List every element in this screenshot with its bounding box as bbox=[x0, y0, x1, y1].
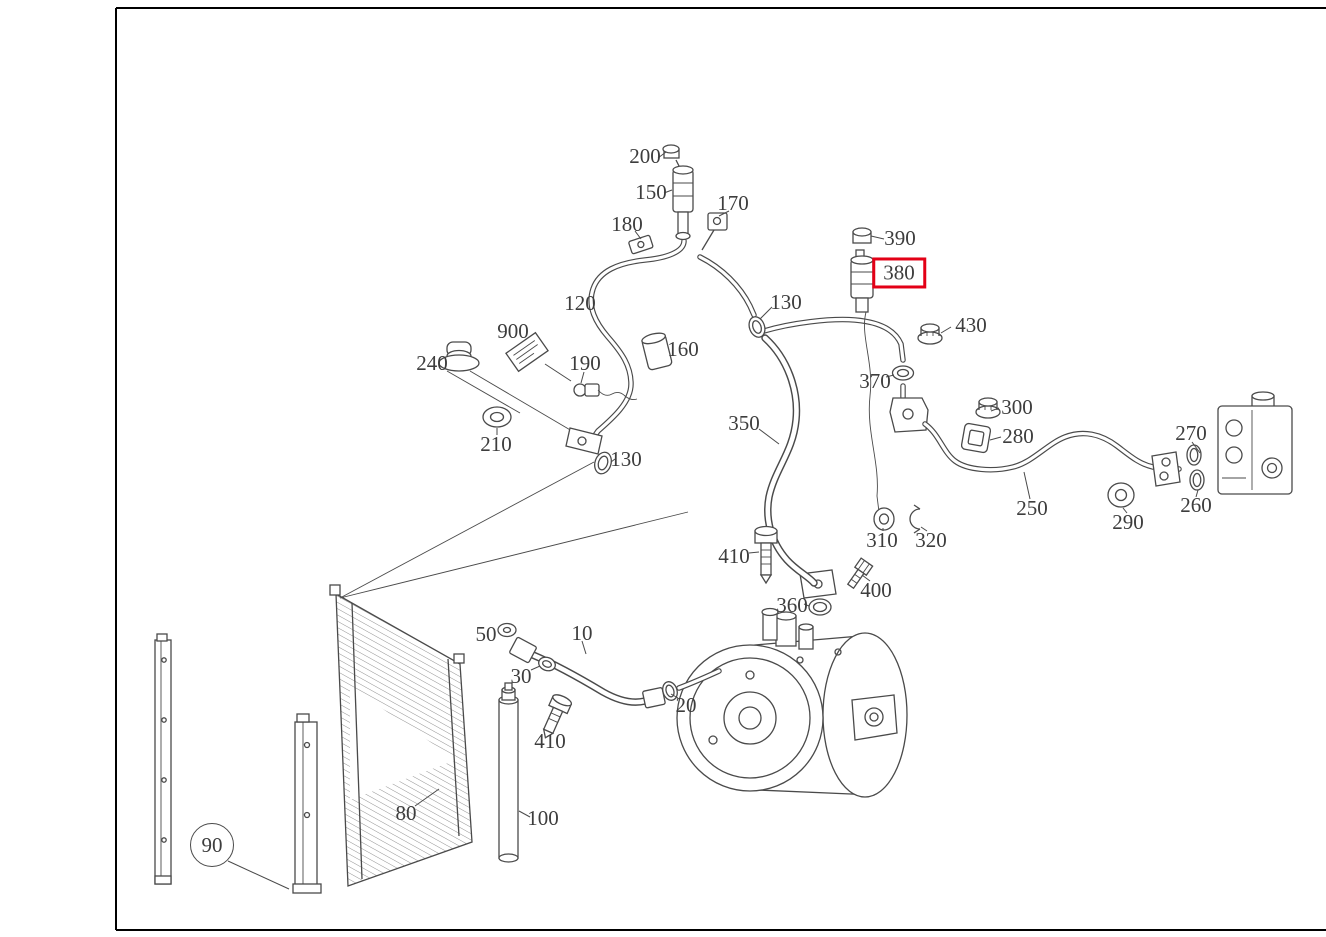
part-label-100[interactable]: 100 bbox=[527, 805, 559, 830]
part-label-10[interactable]: 10 bbox=[571, 620, 593, 645]
oring-30-drawing bbox=[538, 656, 556, 672]
part-label-240[interactable]: 240 bbox=[416, 350, 448, 375]
part-label-170[interactable]: 170 bbox=[717, 190, 749, 215]
part-label-150[interactable]: 150 bbox=[635, 179, 667, 204]
left-bracket-drawing bbox=[154, 633, 172, 885]
bolt-410-lower-drawing bbox=[542, 694, 573, 739]
sensor-190-drawing bbox=[573, 383, 638, 401]
part-label-130[interactable]: 130 bbox=[770, 289, 802, 314]
part-label-160[interactable]: 160 bbox=[667, 336, 699, 361]
part-label-90-circled[interactable]: 90 bbox=[190, 823, 234, 867]
center-bracket-drawing bbox=[292, 713, 322, 894]
bolt-240-drawing bbox=[438, 341, 480, 372]
nut-430-drawing bbox=[917, 323, 943, 345]
nut-300-drawing bbox=[975, 397, 1001, 419]
grommet-290-drawing bbox=[1107, 482, 1135, 508]
cap-160-drawing bbox=[641, 332, 673, 371]
leader-lines bbox=[227, 151, 1201, 890]
part-label-430[interactable]: 430 bbox=[955, 312, 987, 337]
valve-380-drawing bbox=[850, 227, 880, 513]
bracket-180-drawing bbox=[628, 234, 654, 255]
part-label-350[interactable]: 350 bbox=[728, 410, 760, 435]
part-label-20[interactable]: 20 bbox=[675, 692, 697, 717]
bolt-410-upper-drawing bbox=[754, 525, 778, 585]
part-label-50[interactable]: 50 bbox=[475, 621, 497, 646]
compressor-drawing bbox=[676, 569, 908, 798]
part-label-190[interactable]: 190 bbox=[569, 350, 601, 375]
part-label-410[interactable]: 410 bbox=[718, 543, 750, 568]
fitting-130-lower-drawing bbox=[565, 427, 612, 475]
oring-360-drawing bbox=[808, 598, 832, 616]
tag-900-drawing bbox=[505, 331, 572, 382]
part-label-370[interactable]: 370 bbox=[859, 368, 891, 393]
part-label-180[interactable]: 180 bbox=[611, 211, 643, 236]
part-170-drawing bbox=[701, 212, 728, 251]
part-label-390[interactable]: 390 bbox=[884, 225, 916, 250]
clamp-280-drawing bbox=[960, 422, 992, 454]
part-label-410[interactable]: 410 bbox=[534, 728, 566, 753]
part-label-400[interactable]: 400 bbox=[860, 577, 892, 602]
washer-50-drawing bbox=[497, 622, 517, 638]
valve-150-drawing bbox=[662, 144, 694, 241]
part-label-80[interactable]: 80 bbox=[395, 800, 417, 825]
hose-350-drawing bbox=[761, 316, 906, 587]
part-label-260[interactable]: 260 bbox=[1180, 492, 1212, 517]
part-label-380-highlighted[interactable]: 380 bbox=[872, 257, 926, 289]
part-label-270[interactable]: 270 bbox=[1175, 420, 1207, 445]
part-label-120[interactable]: 120 bbox=[564, 290, 596, 315]
grommet-210-drawing bbox=[482, 406, 512, 428]
pipe-250-drawing bbox=[922, 421, 1182, 473]
condenser-drawing bbox=[329, 584, 473, 887]
expansion-valve-drawing bbox=[1151, 391, 1293, 495]
oring-130-upper-drawing bbox=[748, 316, 766, 338]
seal-370-drawing bbox=[891, 365, 915, 381]
part-label-360[interactable]: 360 bbox=[776, 592, 808, 617]
part-label-300[interactable]: 300 bbox=[1001, 394, 1033, 419]
grommet-310-drawing bbox=[873, 507, 895, 531]
clip-320-drawing bbox=[909, 504, 921, 534]
part-label-290[interactable]: 290 bbox=[1112, 509, 1144, 534]
part-label-280[interactable]: 280 bbox=[1002, 423, 1034, 448]
part-label-310[interactable]: 310 bbox=[866, 527, 898, 552]
part-label-30[interactable]: 30 bbox=[510, 663, 532, 688]
pipe-120-drawing bbox=[588, 238, 757, 444]
part-label-900[interactable]: 900 bbox=[497, 318, 529, 343]
part-label-250[interactable]: 250 bbox=[1016, 495, 1048, 520]
part-label-210[interactable]: 210 bbox=[480, 431, 512, 456]
bolt-400-drawing bbox=[846, 557, 874, 590]
part-label-320[interactable]: 320 bbox=[915, 527, 947, 552]
assembly-lines bbox=[339, 370, 689, 599]
fitting-block-drawing bbox=[889, 397, 929, 433]
part-label-200[interactable]: 200 bbox=[629, 143, 661, 168]
part-label-130[interactable]: 130 bbox=[610, 446, 642, 471]
page-frame bbox=[115, 7, 1326, 931]
receiver-drier-drawing bbox=[498, 682, 519, 863]
